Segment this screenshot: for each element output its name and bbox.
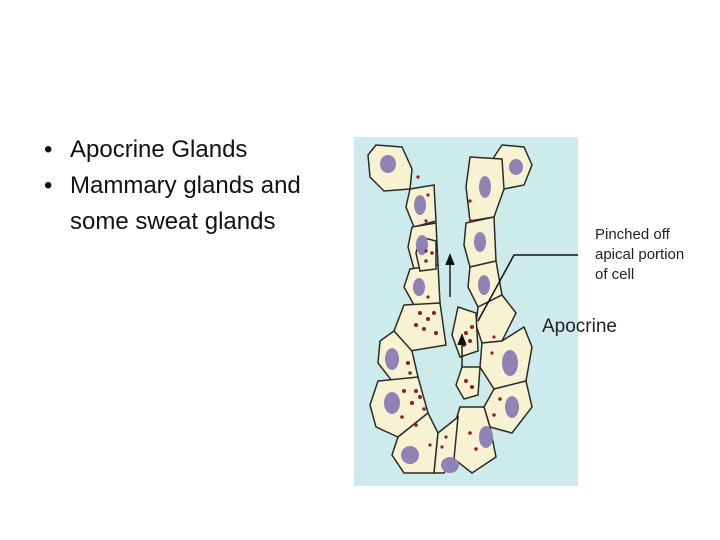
nucleus: [479, 176, 491, 198]
bullet-list: • Apocrine Glands • Mammary glands and s…: [44, 132, 354, 240]
granule: [418, 395, 422, 399]
granule: [440, 445, 444, 449]
nucleus: [384, 392, 400, 414]
granule: [414, 323, 418, 327]
granule: [402, 389, 406, 393]
bullet-text: Mammary glands and some sweat glands: [70, 172, 301, 235]
granule: [424, 219, 428, 223]
nucleus: [509, 159, 523, 175]
granule: [408, 371, 412, 375]
granule: [424, 249, 428, 253]
granule: [464, 331, 468, 335]
granule: [416, 175, 420, 179]
granule: [432, 311, 436, 315]
granule: [424, 259, 428, 263]
nucleus: [502, 350, 518, 376]
apocrine-gland-figure: [354, 137, 578, 486]
nucleus: [413, 278, 425, 296]
granule: [428, 443, 432, 447]
apocrine-label: Apocrine: [542, 316, 617, 337]
nucleus: [414, 195, 426, 215]
nucleus: [478, 275, 490, 295]
granule: [492, 335, 496, 339]
granule: [422, 327, 426, 331]
arrow-center-head: [457, 333, 467, 346]
granule: [490, 351, 494, 355]
granule: [470, 219, 474, 223]
secretory-granules: [400, 175, 502, 451]
granule: [426, 317, 430, 321]
nucleus: [385, 348, 399, 370]
granule: [468, 431, 472, 435]
granule: [422, 407, 426, 411]
granule: [474, 447, 478, 451]
bullet-item: • Mammary glands and some sweat glands: [44, 168, 354, 240]
granule: [410, 401, 414, 405]
pinched-label-pointer: [477, 254, 578, 322]
granule: [418, 311, 422, 315]
granule: [406, 361, 410, 365]
secretion-arrows: [445, 253, 467, 367]
granule: [468, 339, 472, 343]
arrow-left-head: [445, 253, 455, 266]
granule: [430, 251, 434, 255]
nucleus: [505, 396, 519, 418]
granule: [468, 199, 472, 203]
nucleus: [474, 232, 486, 252]
granule: [470, 385, 474, 389]
granule: [492, 413, 496, 417]
bullet-dot-icon: •: [44, 136, 53, 163]
granule: [444, 435, 448, 439]
granule: [434, 331, 438, 335]
granule: [414, 423, 418, 427]
granule: [470, 325, 474, 329]
nucleus: [441, 457, 459, 473]
granule: [464, 379, 468, 383]
nucleus: [479, 426, 493, 448]
gland-diagram: [354, 137, 578, 486]
cell: [393, 302, 447, 352]
granule: [400, 415, 404, 419]
bullet-item: • Apocrine Glands: [44, 132, 354, 168]
pinched-off-label: Pinched off apical portion of cell: [595, 226, 685, 283]
granule: [426, 295, 430, 299]
small-cell-fragment: [455, 366, 481, 400]
granule: [498, 397, 502, 401]
granule: [414, 389, 418, 393]
granule: [426, 193, 430, 197]
nucleus: [401, 446, 419, 464]
nucleus: [380, 155, 396, 173]
bullet-dot-icon: •: [44, 172, 53, 199]
bullet-text: Apocrine Glands: [70, 136, 248, 163]
